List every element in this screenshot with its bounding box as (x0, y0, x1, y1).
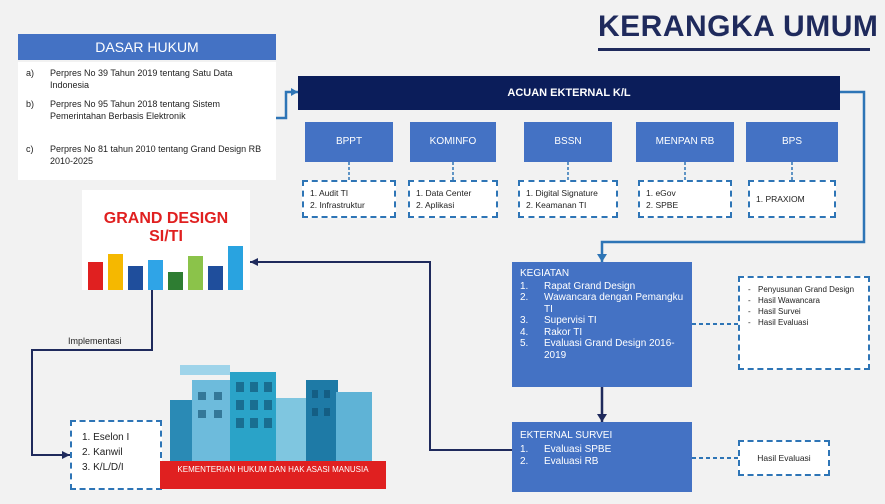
agency-bps: BPS (746, 122, 838, 162)
agency-bssn: BSSN (524, 122, 612, 162)
output-item: -Hasil Evaluasi (748, 318, 809, 327)
output-item: -Penyusunan Grand Design (748, 285, 855, 294)
buildings-illustration (170, 365, 372, 462)
logo-bar (128, 266, 143, 290)
kegiatan-output-box: -Penyusunan Grand Design -Hasil Wawancar… (738, 276, 870, 370)
agency-menpan-rb: MENPAN RB (636, 122, 734, 162)
logo-bar (168, 272, 183, 290)
dasar-hukum-list: a)Perpres No 39 Tahun 2019 tentang Satu … (18, 62, 276, 180)
kegiatan-box: KEGIATAN 1.Rapat Grand Design 2.Wawancar… (512, 262, 692, 387)
grand-design-logo (82, 190, 250, 290)
dasar-hukum-heading: DASAR HUKUM (18, 34, 276, 60)
dasar-hukum-item: a)Perpres No 39 Tahun 2019 tentang Satu … (26, 68, 233, 90)
survei-item: 2.Evaluasi RB (520, 456, 599, 467)
kegiatan-item: 4.Rakor TI (520, 326, 583, 338)
acuan-eksternal-box: ACUAN EKTERNAL K/L (298, 76, 840, 110)
kegiatan-item: 1.Rapat Grand Design (520, 280, 636, 292)
implementasi-label: Implementasi (68, 336, 122, 346)
logo-bar (188, 256, 203, 290)
kementerian-banner: KEMENTERIAN HUKUM DAN HAK ASASI MANUSIA (160, 461, 386, 489)
agency-kominfo: KOMINFO (410, 122, 496, 162)
logo-bar (208, 266, 223, 290)
kegiatan-heading: KEGIATAN (520, 268, 570, 279)
logo-bar (148, 260, 163, 290)
kegiatan-item: 3.Supervisi TI (520, 315, 597, 326)
page-title: KERANGKA UMUM (598, 10, 879, 43)
bps-tasks: 1. PRAXIOM (748, 180, 836, 218)
eksternal-survei-heading: EKTERNAL SURVEI (520, 430, 613, 441)
kegiatan-item: 5.Evaluasi Grand Design 2016-2019 (520, 338, 675, 361)
logo-bar (108, 254, 123, 290)
eksternal-survei-box: EKTERNAL SURVEI 1.Evaluasi SPBE 2.Evalua… (512, 422, 692, 492)
output-item: -Hasil Wawancara (748, 296, 820, 305)
logo-bar (88, 262, 103, 290)
dasar-hukum-item: b)Perpres No 95 Tahun 2018 tentang Siste… (26, 99, 220, 121)
title-underline (598, 48, 870, 51)
dasar-hukum-item: c)Perpres No 81 tahun 2010 tentang Grand… (26, 144, 262, 166)
output-item: -Hasil Survei (748, 307, 801, 316)
kegiatan-item: 2.Wawancara dengan Pemangku TI (520, 292, 684, 315)
agency-bppt: BPPT (305, 122, 393, 162)
survei-item: 1.Evaluasi SPBE (520, 444, 612, 455)
survei-output-box: Hasil Evaluasi (738, 440, 830, 476)
logo-bar (228, 246, 243, 290)
